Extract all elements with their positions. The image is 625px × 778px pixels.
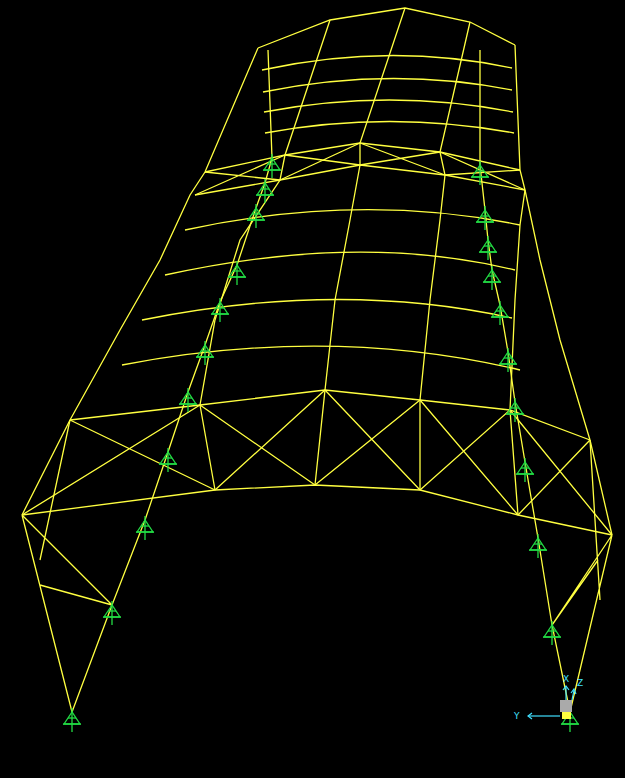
axis-label: Y [514,711,520,721]
axis-label: Z [577,678,583,688]
frame-members [22,8,612,712]
axis-triad [528,686,576,719]
axis-label: X [563,674,569,684]
support-symbols [63,154,579,732]
